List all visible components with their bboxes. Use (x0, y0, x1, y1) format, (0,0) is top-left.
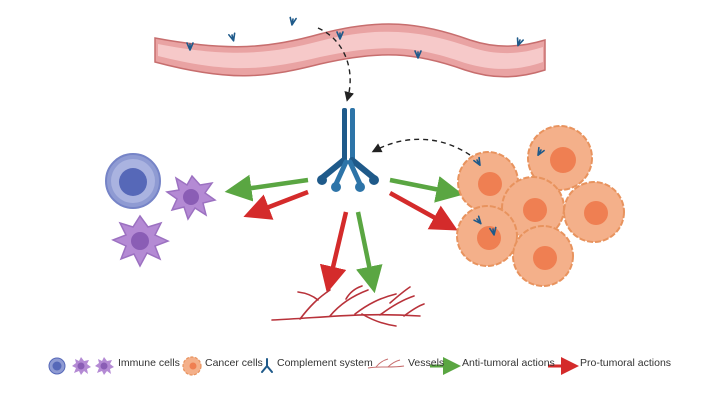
cancer-cell-cluster (456, 125, 625, 287)
legend-complement-label: Complement system (277, 357, 373, 369)
pro-tumoral-arrow-vessels (319, 211, 349, 294)
legend-cancer-cells-icon (182, 356, 202, 376)
dendritic-cell-top (165, 174, 217, 221)
action-arrows (224, 174, 464, 294)
pro-tumoral-arrow-cancer (388, 191, 458, 231)
cancer-cell (527, 125, 593, 191)
legend-immune-cells-icon (48, 357, 114, 375)
vessel-to-complement-dashed-arrow (317, 27, 354, 102)
anti-tumoral-arrow-vessels (355, 211, 383, 294)
legend: Immune cells Cancer cells Complement sys… (0, 352, 711, 378)
legend-anti-tumoral-label: Anti-tumoral actions (462, 357, 555, 369)
legend-graphics (48, 356, 579, 376)
pro-tumoral-arrow-immune (243, 189, 309, 220)
legend-cancer-cells-label: Cancer cells (205, 357, 263, 369)
legend-vessels-icon (367, 358, 405, 369)
dendritic-cell-bottom (111, 214, 170, 268)
cancer-cell (512, 225, 574, 287)
lymphocyte-cell (105, 153, 161, 209)
legend-pro-tumoral-label: Pro-tumoral actions (580, 357, 672, 369)
complement-icon-main (317, 108, 379, 192)
cancer-cell (456, 205, 518, 267)
immune-cells (105, 153, 217, 268)
anti-tumoral-arrow-immune (224, 174, 309, 202)
legend-vessels-label: Vessels (408, 357, 445, 369)
legend-immune-cells-label: Immune cells (118, 357, 180, 369)
anti-tumoral-arrow-cancer (389, 176, 464, 203)
legend-complement-icon (261, 358, 273, 373)
cancer-cell (563, 181, 625, 243)
cancer-to-complement-dashed-arrow (371, 138, 471, 156)
capillary-vessels (271, 285, 425, 327)
cancer-cell (501, 176, 565, 240)
blood-vessel (154, 23, 546, 78)
